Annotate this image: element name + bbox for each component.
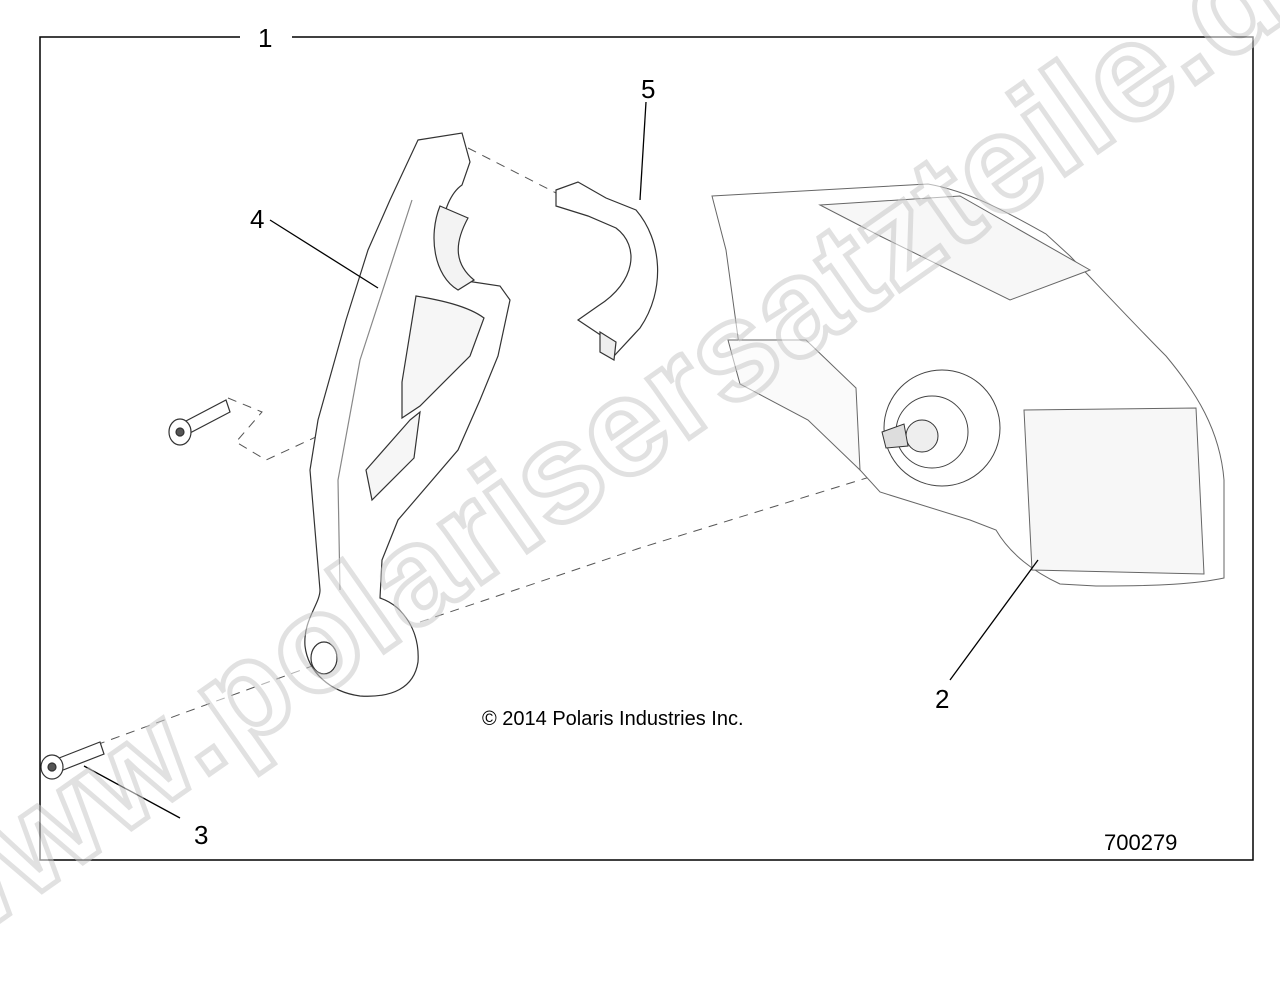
leader-line-cover xyxy=(949,559,1039,681)
cover-recess-side xyxy=(1023,407,1205,575)
dash-line-screw-bracket xyxy=(95,664,316,746)
clamp-body xyxy=(555,181,659,358)
screw-parts xyxy=(40,399,231,780)
callout-cover: 2 xyxy=(931,686,954,712)
callout-assembly: 1 xyxy=(254,25,277,51)
dash-line-bracket-clamp xyxy=(467,147,561,196)
callout-screw: 3 xyxy=(190,822,213,848)
bracket-part xyxy=(304,132,511,697)
copyright-notice: © 2014 Polaris Industries Inc. xyxy=(482,708,744,730)
cover-recess-top xyxy=(818,195,1092,301)
figure-number: 700279 xyxy=(1104,830,1178,855)
assembly-frame xyxy=(39,36,1254,861)
leader-line-clamp xyxy=(639,101,647,201)
cover-part xyxy=(711,183,1225,587)
dash-line-bracket-cover xyxy=(419,471,887,623)
leader-line-screw xyxy=(83,765,181,819)
parts-diagram xyxy=(39,36,1254,861)
callout-bracket: 4 xyxy=(246,206,269,232)
callout-clamp: 5 xyxy=(637,76,660,102)
cover-hub-core xyxy=(905,419,939,453)
screw-socket xyxy=(47,762,57,772)
clamp-tab xyxy=(599,330,617,361)
bracket-edge-line xyxy=(337,199,413,591)
screw-small-socket xyxy=(175,427,185,437)
clamp-part xyxy=(555,181,659,361)
bracket-window-lower xyxy=(365,410,421,502)
bracket-pivot-hole xyxy=(310,641,338,675)
leader-lines xyxy=(83,101,1039,819)
bracket-jaw-top xyxy=(433,205,476,291)
cover-panel-left xyxy=(727,339,861,472)
cover-hub-pin xyxy=(881,423,909,449)
bracket-window-upper xyxy=(401,295,485,420)
leader-line-bracket xyxy=(269,219,379,289)
